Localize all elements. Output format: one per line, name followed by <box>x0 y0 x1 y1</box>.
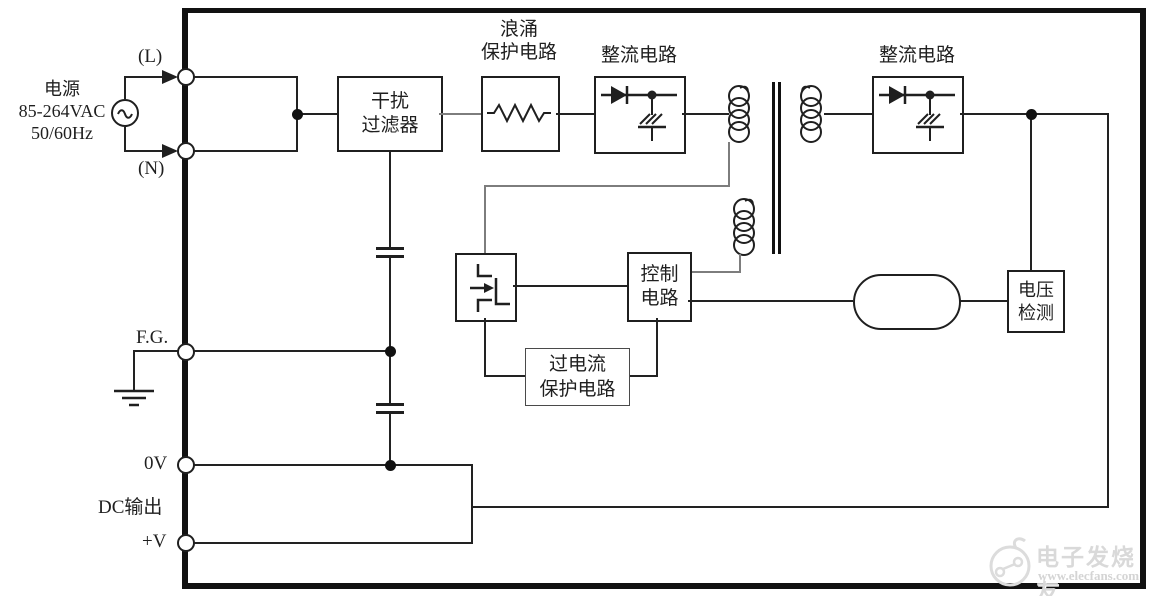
wire <box>1107 113 1109 508</box>
ac-source-name: 电源 <box>44 79 80 99</box>
terminal-label-plus-volt: +V <box>142 531 167 552</box>
wire <box>194 542 473 544</box>
wire <box>728 142 730 186</box>
ac-source-label: 电源 85-264VAC 50/60Hz <box>2 78 122 144</box>
wire <box>194 464 473 466</box>
arrow-icon <box>162 70 178 84</box>
watermark: 电子发烧友 www.elecfans.com <box>984 532 1154 596</box>
wire <box>484 318 486 377</box>
wire <box>439 113 481 115</box>
terminal-label-frame-ground: F.G. <box>136 327 169 348</box>
wire <box>656 318 658 377</box>
enclosure-top-border <box>182 8 1146 13</box>
terminal-neutral <box>177 142 195 160</box>
junction-dot <box>385 346 396 357</box>
junction-dot <box>292 109 303 120</box>
wire <box>192 150 298 152</box>
surge-protection-caption: 浪涌 保护电路 <box>455 18 583 64</box>
wire <box>124 77 126 99</box>
wire <box>471 464 473 544</box>
wire <box>389 414 391 466</box>
junction-dot <box>1026 109 1037 120</box>
wire <box>472 506 1109 508</box>
terminal-frame-ground <box>177 343 195 361</box>
control-label-line1: 控制 <box>640 264 679 285</box>
elecfans-logo-icon <box>989 537 1031 587</box>
rectifier-secondary-block <box>872 76 964 154</box>
wire <box>124 150 166 152</box>
wire <box>298 113 337 115</box>
wire <box>513 285 627 287</box>
wire <box>688 300 853 302</box>
wire <box>124 127 126 152</box>
ground-icon <box>114 389 154 407</box>
wire <box>628 375 658 377</box>
capacitor-icon <box>376 247 404 250</box>
voltage-detection-label-line2: 检测 <box>1018 302 1054 323</box>
ac-source-voltage: 85-264VAC <box>18 101 106 121</box>
wire <box>484 185 486 254</box>
enclosure-right-border <box>1140 8 1146 589</box>
transformer-core <box>772 82 775 254</box>
terminal-live <box>177 68 195 86</box>
optocoupler-block <box>853 274 961 330</box>
wire <box>484 375 525 377</box>
surge-caption-line2: 保护电路 <box>480 42 557 63</box>
capacitor-icon <box>376 411 404 414</box>
terminal-plus-volt <box>177 534 195 552</box>
wire <box>824 113 872 115</box>
wire <box>484 185 730 187</box>
wire <box>556 113 594 115</box>
watermark-url: www.elecfans.com <box>1038 568 1140 583</box>
rectifier-secondary-caption: 整流电路 <box>878 45 955 66</box>
voltage-detection-label-line1: 电压 <box>1018 279 1054 300</box>
ac-source-icon <box>111 99 139 127</box>
wire <box>1030 114 1032 270</box>
wire <box>133 350 135 391</box>
wire <box>389 258 391 403</box>
noise-filter-label-line1: 干扰 <box>370 91 409 112</box>
arrow-icon <box>162 144 178 158</box>
wire <box>192 76 298 78</box>
control-circuit-block: 控制 电路 <box>627 252 692 322</box>
capacitor-icon <box>376 403 404 406</box>
wire <box>194 350 390 352</box>
overcurrent-label-line1: 过电流 <box>548 354 606 375</box>
dc-output-label: DC输出 <box>98 497 163 518</box>
surge-caption-line1: 浪涌 <box>499 19 538 40</box>
control-label-line2: 电路 <box>640 288 679 309</box>
transformer-secondary-winding-icon <box>800 85 822 143</box>
mosfet-icon <box>470 264 510 312</box>
terminal-zero-volt <box>177 456 195 474</box>
noise-filter-label-line2: 过滤器 <box>361 115 419 136</box>
wire <box>124 76 166 78</box>
ac-source-frequency: 50/60Hz <box>31 123 93 143</box>
wire <box>688 271 741 273</box>
transformer-core <box>778 82 781 254</box>
wire <box>739 254 741 273</box>
wire <box>133 350 178 352</box>
transformer-aux-winding-icon <box>733 198 755 256</box>
enclosure-left-border <box>182 8 188 589</box>
wire <box>682 113 729 115</box>
terminal-label-zero-volt: 0V <box>144 453 168 474</box>
voltage-detection-block: 电压 检测 <box>1007 270 1065 333</box>
transformer-primary-winding-icon <box>728 85 750 143</box>
terminal-label-live: (L) <box>138 46 163 67</box>
rectifier-diode-capacitor-icon <box>879 86 955 141</box>
wire <box>957 300 1007 302</box>
rectifier-primary-caption: 整流电路 <box>600 45 677 66</box>
overcurrent-label-line2: 保护电路 <box>539 379 616 400</box>
watermark-brand: 电子发烧友 <box>1036 545 1136 596</box>
enclosure-bottom-border <box>182 583 1146 589</box>
rectifier-primary-block <box>594 76 686 154</box>
terminal-label-neutral: (N) <box>138 158 165 179</box>
rectifier-diode-capacitor-icon <box>601 86 677 141</box>
resistor-icon <box>487 102 551 124</box>
wire <box>389 152 391 247</box>
junction-dot <box>385 460 396 471</box>
capacitor-icon <box>376 255 404 258</box>
overcurrent-protection-block: 过电流 保护电路 <box>525 348 630 406</box>
noise-filter-block: 干扰 过滤器 <box>337 76 443 152</box>
